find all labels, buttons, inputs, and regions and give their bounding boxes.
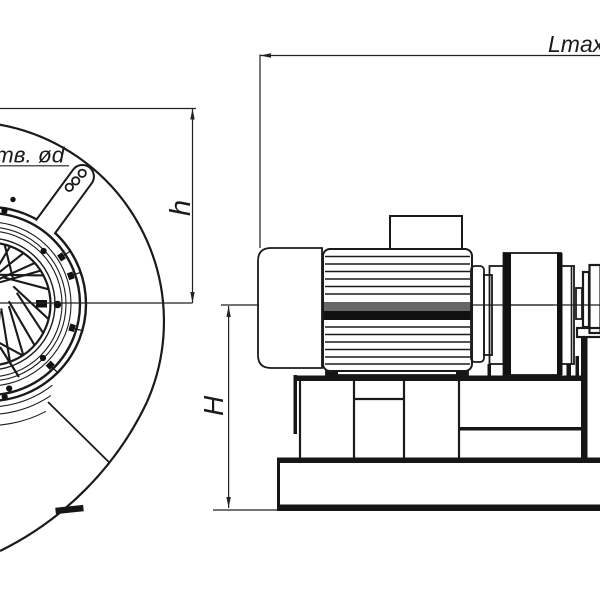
svg-text:тв. ød: тв. ød bbox=[0, 143, 66, 168]
svg-text:H: H bbox=[198, 395, 229, 416]
svg-text:h: h bbox=[165, 200, 197, 216]
svg-text:Lmax: Lmax bbox=[548, 31, 600, 57]
